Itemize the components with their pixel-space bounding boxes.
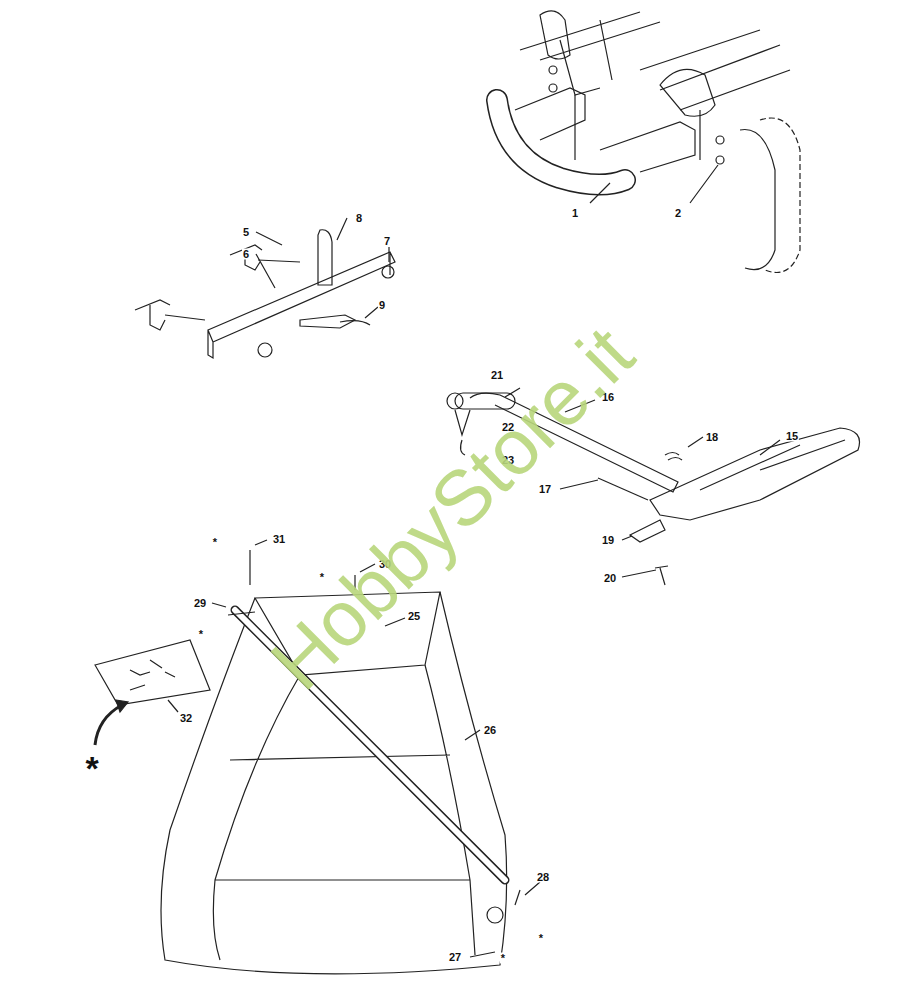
callout-number: 1 [571,208,579,219]
callout-number: 19 [601,535,615,546]
callout-number: 15 [785,431,799,442]
front-bumper [497,66,724,203]
callout-number: 32 [179,713,193,724]
callout-number: 8 [355,213,363,224]
hitch-bar [135,218,395,358]
callout-number: 29 [193,598,207,609]
callout-number: 25 [407,611,421,622]
asterisk-mark: * [212,537,218,548]
asterisk-mark: * [84,751,99,785]
callout-number: 18 [705,432,719,443]
callout-number: 6 [242,249,250,260]
tractor-frame [520,11,800,273]
callout-number: 17 [538,484,552,495]
callout-number: 2 [674,208,682,219]
callout-number: 26 [483,725,497,736]
watermark: HobbyStore.it [257,313,648,704]
asterisk-mark: * [198,629,204,640]
callout-number: 7 [383,236,391,247]
callout-number: 20 [603,573,617,584]
asterisk-mark: * [538,933,544,944]
callout-number: 5 [242,227,250,238]
callout-number: 27 [448,952,462,963]
callout-number: 28 [536,872,550,883]
callout-number: 9 [378,300,386,311]
asterisk-mark: * [500,953,506,964]
callout-number: 31 [272,534,286,545]
callout-number: 21 [490,370,504,381]
